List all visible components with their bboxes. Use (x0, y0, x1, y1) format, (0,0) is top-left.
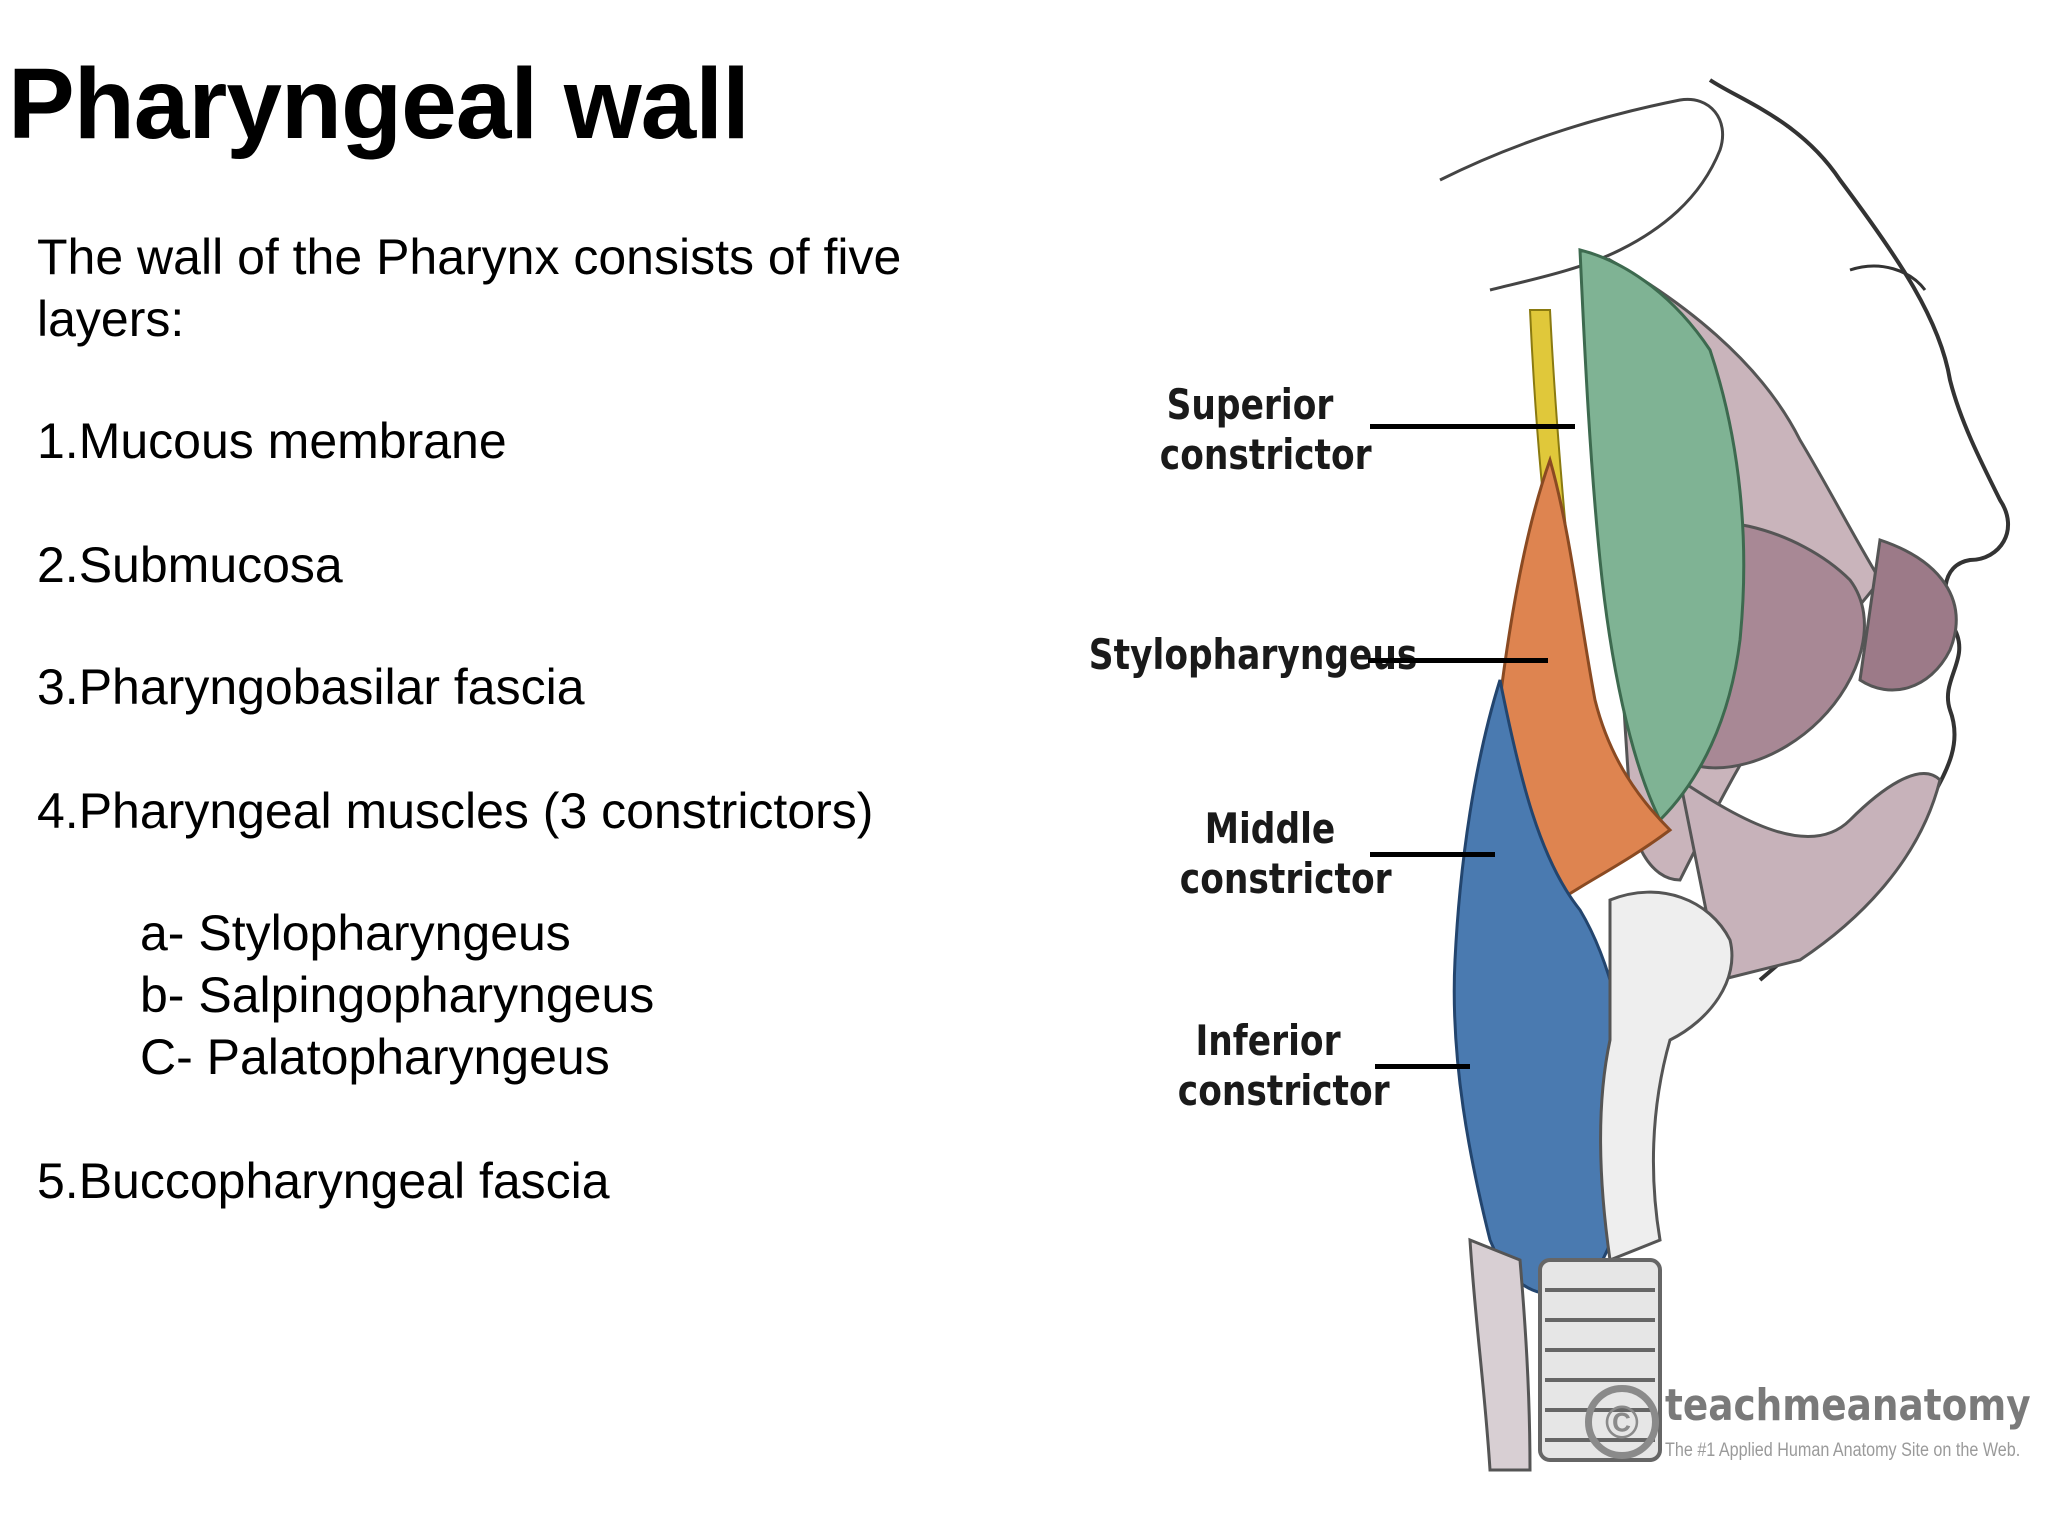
leader-stylopharyngeus (1368, 658, 1548, 663)
watermark-brand: teachmeanatomy (1665, 1380, 2031, 1431)
intro-line-2: layers: (37, 291, 185, 347)
layer-item-4: 4.Pharyngeal muscles (3 constrictors) (37, 783, 874, 839)
label-superior-constrictor: Superior constrictor (1159, 380, 1372, 480)
label-middle-line-2: constrictor (1179, 854, 1392, 903)
larynx (1599, 890, 1734, 1263)
layer-item-2: 2.Submucosa (37, 537, 343, 593)
layer-item-5: 5.Buccopharyngeal fascia (37, 1153, 610, 1209)
copyright-icon: © (1585, 1385, 1659, 1459)
layer-subitem-b: b- Salpingopharyngeus (140, 967, 655, 1023)
layer-item-3: 3.Pharyngobasilar fascia (37, 659, 585, 715)
slide-title: Pharyngeal wall (8, 48, 750, 160)
esophagus (1468, 1237, 1532, 1472)
jaw (1677, 772, 1942, 982)
lips (1858, 538, 1958, 692)
leader-superior-constrictor (1370, 424, 1575, 429)
label-middle-line-1: Middle (1204, 804, 1336, 853)
leader-inferior-constrictor (1375, 1064, 1470, 1069)
middle-constrictor-muscle (1498, 455, 1673, 903)
layer-subitem-a: a- Stylopharyngeus (140, 905, 571, 961)
label-middle-constrictor: Middle constrictor (1179, 804, 1392, 904)
watermark-tagline: The #1 Applied Human Anatomy Site on the… (1665, 1440, 2021, 1461)
label-superior-line-2: constrictor (1159, 430, 1372, 479)
leader-middle-constrictor (1370, 852, 1495, 857)
label-inferior-line-2: constrictor (1177, 1066, 1390, 1115)
label-stylopharyngeus: Stylopharyngeus (1088, 630, 1418, 679)
label-superior-line-1: Superior (1166, 380, 1334, 429)
superior-constrictor-muscle (1578, 248, 1746, 823)
eye-sketch (1849, 264, 1927, 291)
pharynx-illustration (1439, 78, 2011, 1472)
intro-line-1: The wall of the Pharynx consists of five (37, 229, 902, 285)
label-inferior-line-1: Inferior (1195, 1016, 1341, 1065)
label-inferior-constrictor: Inferior constrictor (1177, 1016, 1390, 1116)
layer-item-1: 1.Mucous membrane (37, 413, 507, 469)
layer-subitem-c: C- Palatopharyngeus (140, 1029, 610, 1085)
